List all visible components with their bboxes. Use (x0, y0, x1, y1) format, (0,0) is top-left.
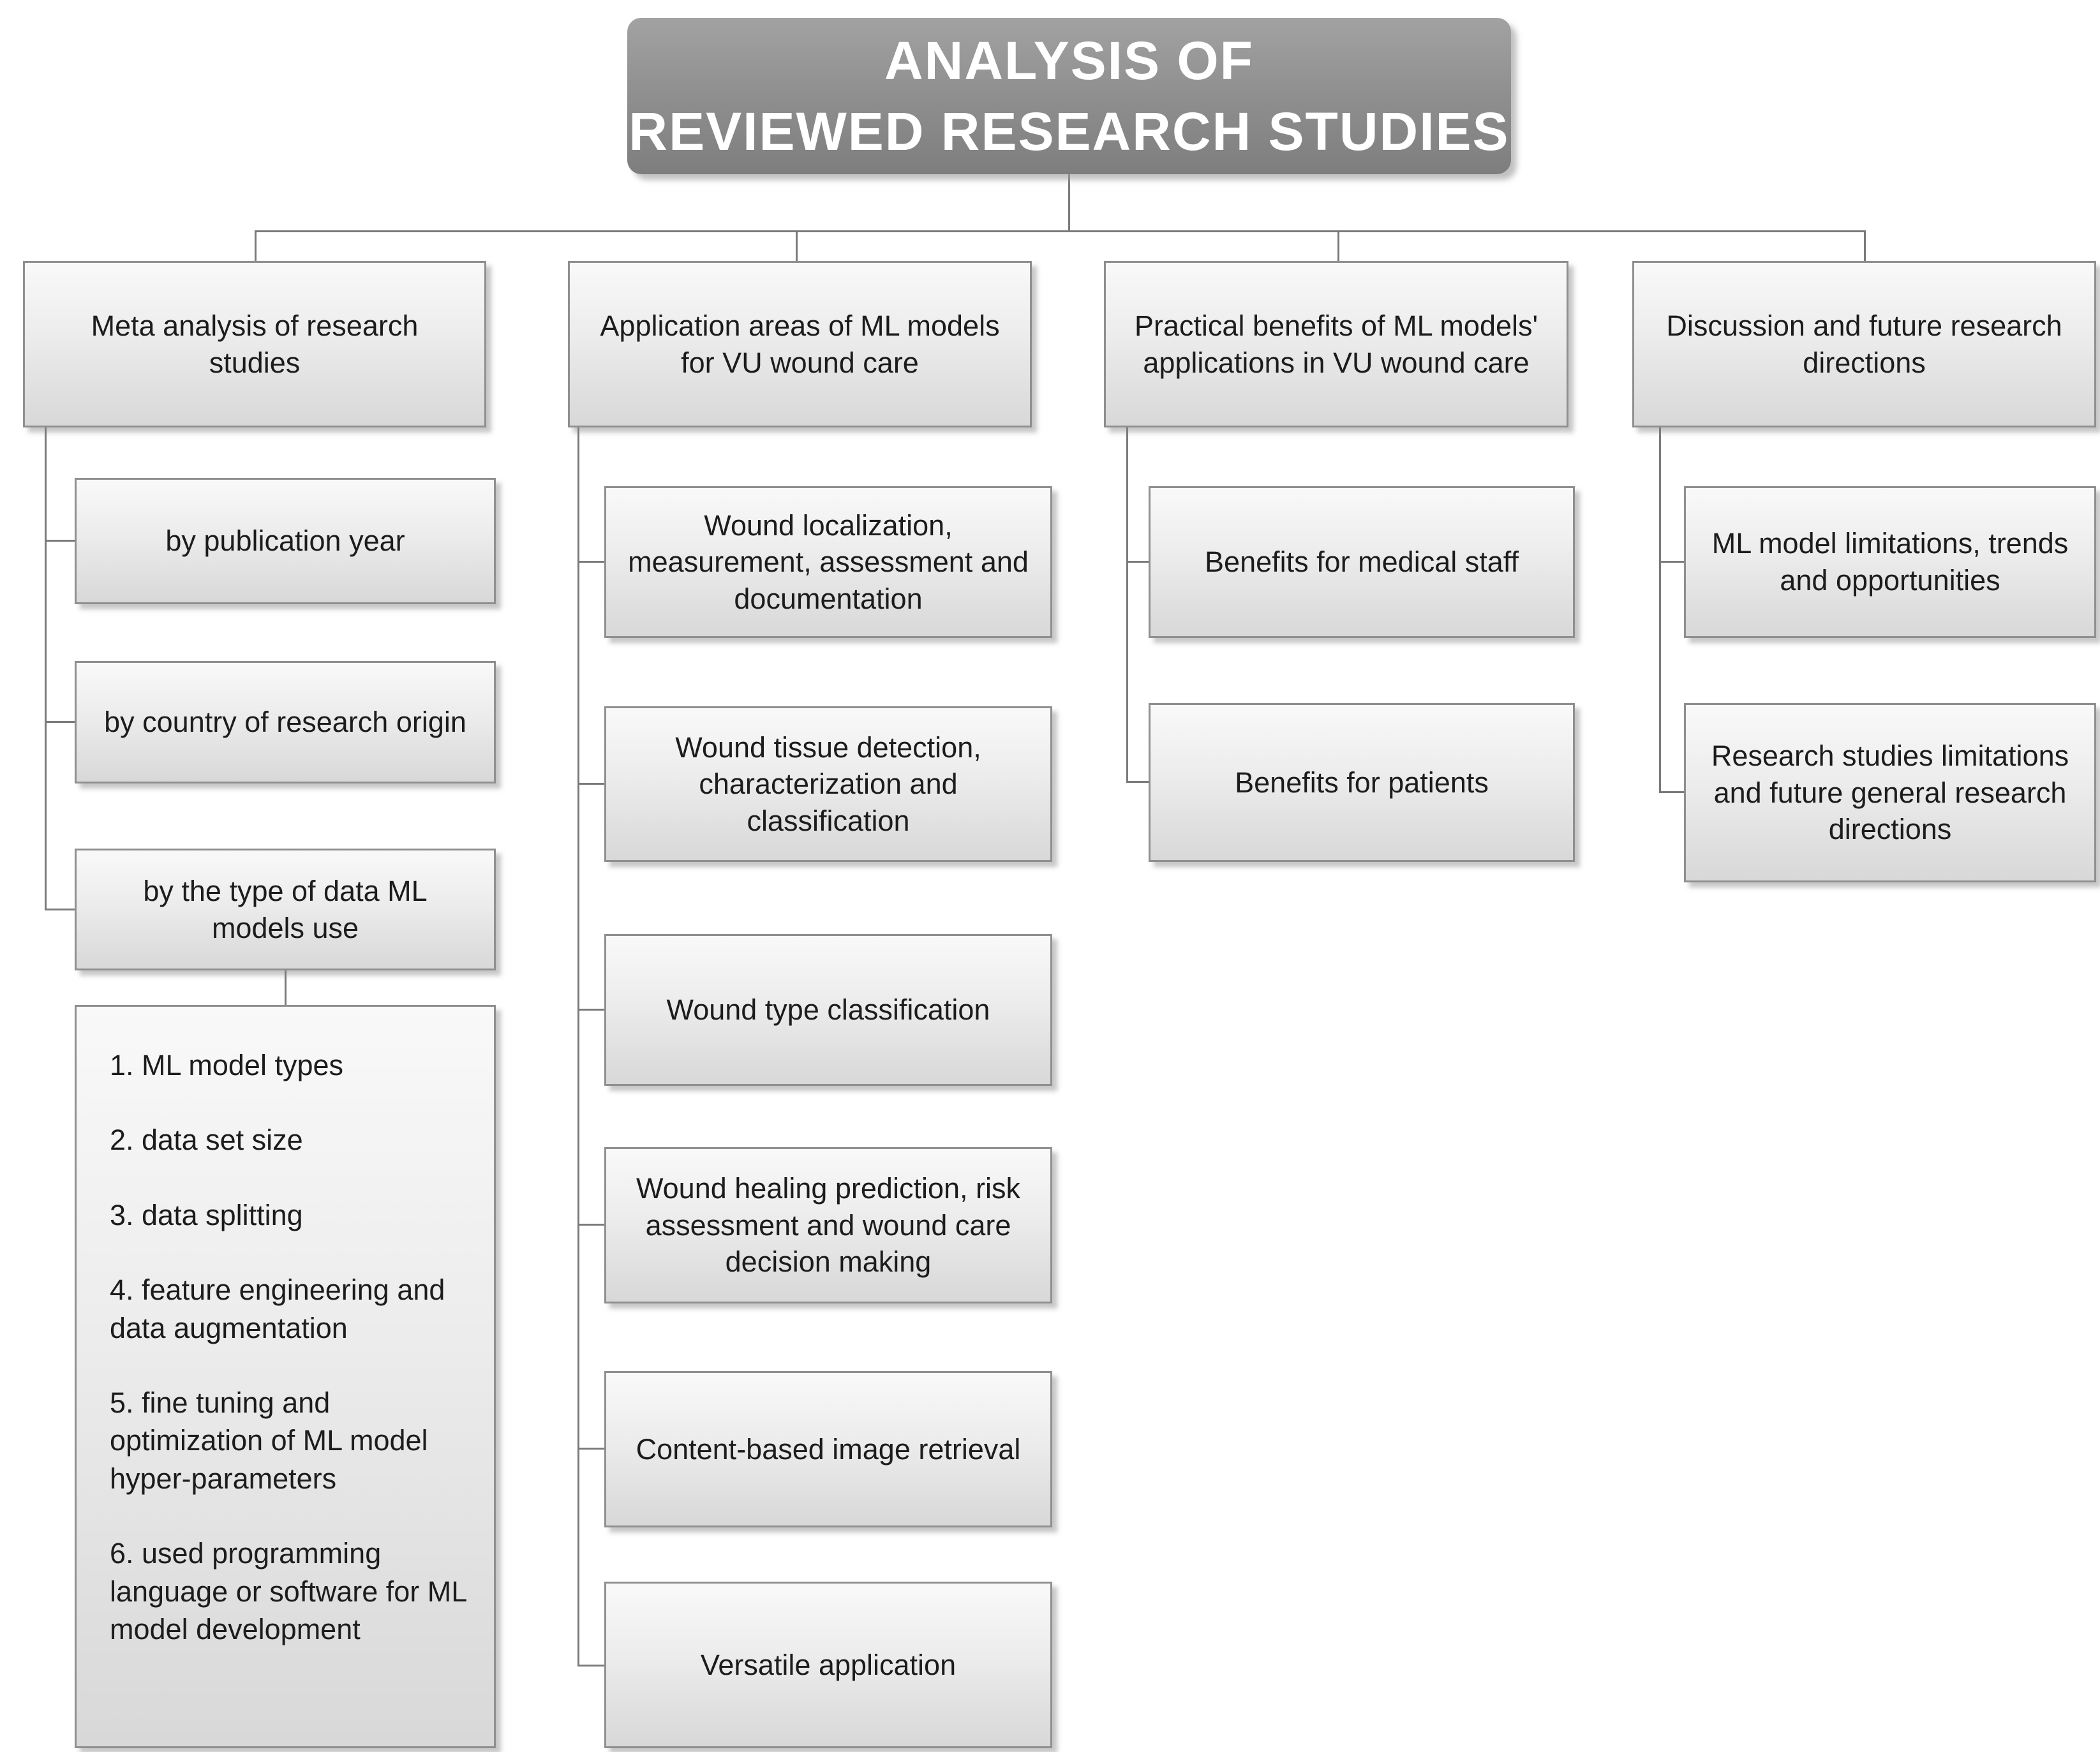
connector-line (255, 230, 1866, 232)
diagram-title: ANALYSIS OF REVIEWED RESEARCH STUDIES (627, 18, 1511, 174)
detail-item-data-set-size: 2. data set size (110, 1124, 303, 1157)
connector-line (45, 540, 75, 542)
connector-line (1126, 561, 1149, 563)
connector-line (577, 783, 604, 785)
connector-line (1864, 230, 1866, 261)
connector-line (1659, 561, 1684, 563)
connector-line (1126, 427, 1128, 783)
connector-line (285, 970, 287, 1005)
node-by-data-type: by the type of data ML models use (75, 849, 496, 970)
connector-line (577, 1224, 604, 1226)
detail-item-feature-engineering: 4. feature engineering and data augmenta… (110, 1273, 445, 1344)
node-meta-analysis-detail-list: 1. ML model types 2. data set size 3. da… (75, 1005, 496, 1748)
connector-line (1659, 427, 1661, 793)
connector-line (45, 427, 47, 910)
node-versatile-application: Versatile application (604, 1582, 1052, 1748)
node-practical-benefits-header: Practical benefits of ML models' applica… (1104, 261, 1568, 427)
connector-line (1126, 781, 1149, 783)
node-by-country-of-origin: by country of research origin (75, 661, 496, 783)
connector-line (1659, 791, 1684, 793)
connector-line (796, 230, 798, 261)
connector-line (577, 1448, 604, 1450)
node-research-limitations: Research studies limitations and future … (1684, 703, 2096, 882)
node-meta-analysis-header: Meta analysis of research studies (23, 261, 486, 427)
connector-line (45, 721, 75, 723)
node-wound-healing-prediction: Wound healing prediction, risk assessmen… (604, 1147, 1052, 1303)
connector-line (577, 561, 604, 563)
node-application-areas-header: Application areas of ML models for VU wo… (568, 261, 1032, 427)
connector-line (45, 909, 75, 910)
node-ml-model-limitations: ML model limitations, trends and opportu… (1684, 486, 2096, 638)
connector-line (577, 1009, 604, 1011)
node-wound-type-classification: Wound type classification (604, 934, 1052, 1086)
node-wound-localization: Wound localization, measurement, assessm… (604, 486, 1052, 638)
detail-item-fine-tuning: 5. fine tuning and optimization of ML mo… (110, 1386, 428, 1495)
connector-line (577, 1665, 604, 1667)
detail-item-data-splitting: 3. data splitting (110, 1198, 303, 1231)
detail-item-programming-language: 6. used programming language or software… (110, 1537, 466, 1645)
detail-item-ml-model-types: 1. ML model types (110, 1049, 343, 1081)
connector-line (1337, 230, 1339, 261)
node-wound-tissue-detection: Wound tissue detection, characterization… (604, 706, 1052, 862)
node-by-publication-year: by publication year (75, 478, 496, 604)
connector-line (1068, 174, 1070, 232)
connector-line (255, 230, 257, 261)
connector-line (577, 427, 579, 1667)
node-benefits-medical-staff: Benefits for medical staff (1149, 486, 1575, 638)
node-discussion-header: Discussion and future research direction… (1632, 261, 2096, 427)
node-benefits-patients: Benefits for patients (1149, 703, 1575, 862)
node-content-based-image-retrieval: Content-based image retrieval (604, 1371, 1052, 1527)
